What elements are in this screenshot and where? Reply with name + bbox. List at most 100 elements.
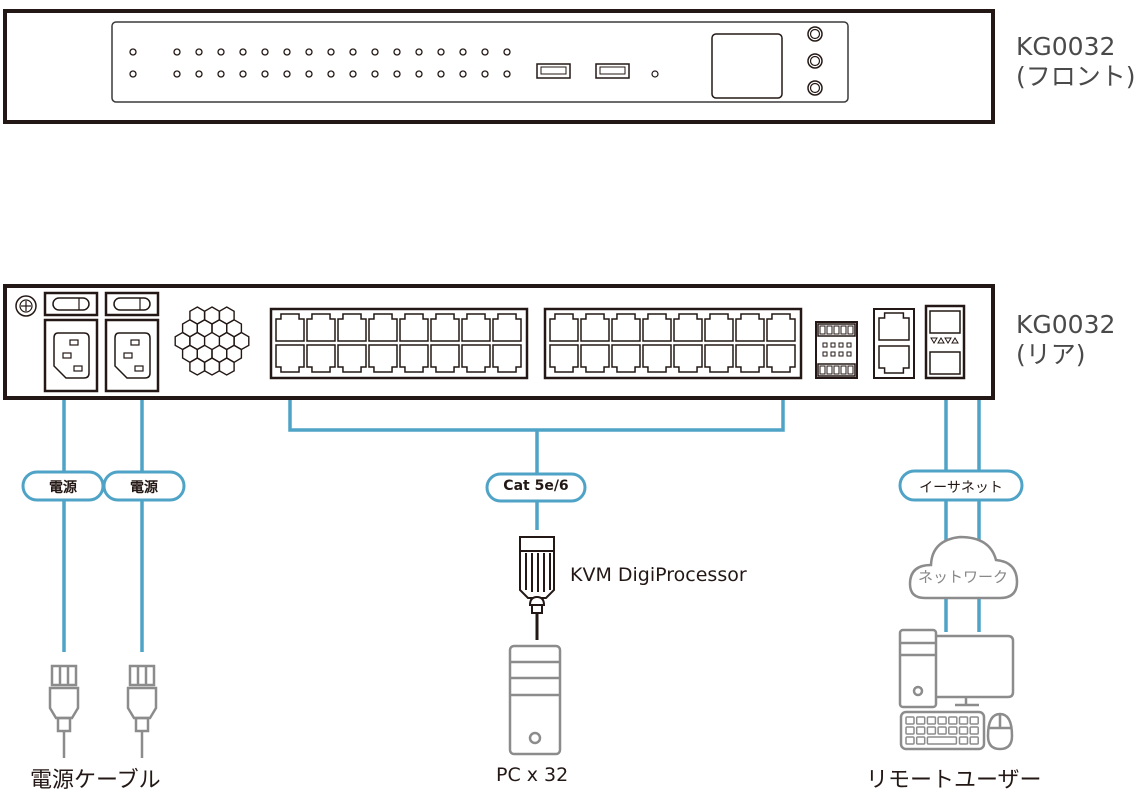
front-unit bbox=[3, 9, 995, 124]
terminal-dot bbox=[822, 351, 828, 357]
port-led bbox=[261, 48, 269, 56]
keyboard-key bbox=[969, 736, 979, 745]
terminal-pin bbox=[819, 365, 826, 375]
workstation-icon bbox=[898, 628, 1015, 751]
terminal-pin bbox=[847, 365, 854, 375]
reset-pinhole bbox=[651, 70, 659, 78]
port-led bbox=[503, 48, 511, 56]
keyboard-key bbox=[905, 726, 915, 735]
power-cable-device-label: 電源ケーブル bbox=[30, 768, 161, 793]
keyboard-key bbox=[905, 716, 915, 725]
port-led bbox=[239, 48, 247, 56]
kvm-port bbox=[430, 344, 460, 373]
port-led bbox=[437, 70, 445, 78]
keyboard-key bbox=[915, 736, 926, 745]
cable-labels bbox=[21, 469, 1024, 503]
port-led bbox=[195, 70, 203, 78]
port-led bbox=[261, 70, 269, 78]
port-led bbox=[305, 70, 313, 78]
terminal-dot bbox=[846, 342, 852, 348]
lan-port bbox=[878, 312, 910, 341]
rear-unit bbox=[3, 284, 995, 400]
remote-user-label: リモートユーザー bbox=[866, 768, 1042, 793]
kvm-port bbox=[368, 313, 398, 342]
terminal-pin bbox=[833, 365, 840, 375]
rear-view-label: (リア) bbox=[1016, 340, 1086, 369]
kvm-port bbox=[642, 344, 672, 373]
kvm-port bbox=[275, 313, 305, 342]
keyboard-spacebar bbox=[926, 736, 958, 745]
kvm-port bbox=[611, 313, 641, 342]
ethernet-label-pill bbox=[898, 469, 1024, 502]
front-model-label: KG0032 (フロント) bbox=[1016, 32, 1136, 92]
kvm-port bbox=[549, 344, 579, 373]
terminal-pin bbox=[819, 325, 826, 335]
port-led bbox=[415, 48, 423, 56]
kvm-ports bbox=[275, 313, 796, 373]
port-led bbox=[173, 70, 181, 78]
kvm-port bbox=[580, 313, 610, 342]
port-led bbox=[393, 48, 401, 56]
cat-cable-label: Cat 5e/6 bbox=[503, 478, 569, 494]
port-led bbox=[283, 48, 291, 56]
terminal-dot bbox=[830, 351, 836, 357]
kvm-port bbox=[642, 313, 672, 342]
power-led bbox=[129, 70, 137, 78]
kvm-port-bank-1 bbox=[269, 307, 529, 380]
ground-screw-icon bbox=[15, 295, 37, 317]
kvm-port bbox=[735, 313, 765, 342]
led-indicators bbox=[129, 48, 511, 78]
keyboard-key bbox=[969, 726, 979, 735]
network-module bbox=[924, 304, 966, 380]
keyboard-key bbox=[905, 736, 915, 745]
port-led bbox=[481, 48, 489, 56]
terminal-dot bbox=[838, 342, 844, 348]
kvm-port bbox=[492, 344, 522, 373]
terminal-pin bbox=[833, 325, 840, 335]
port-led bbox=[415, 70, 423, 78]
pc-label: PC x 32 bbox=[496, 764, 569, 786]
terminal-dot bbox=[846, 351, 852, 357]
rear-model-label: KG0032 (リア) bbox=[1016, 310, 1115, 370]
fan-vent bbox=[174, 306, 250, 376]
port-led bbox=[173, 48, 181, 56]
port-led bbox=[327, 70, 335, 78]
front-panel bbox=[111, 21, 849, 103]
kvm-port bbox=[306, 313, 336, 342]
port-led bbox=[437, 48, 445, 56]
vent-hex bbox=[218, 357, 235, 376]
port-led bbox=[327, 48, 335, 56]
kvm-port bbox=[673, 313, 703, 342]
cloud-icon bbox=[908, 535, 1019, 600]
lcd-display bbox=[711, 33, 783, 99]
terminal-block bbox=[815, 321, 858, 379]
power-module-1 bbox=[43, 291, 99, 393]
port-led bbox=[393, 70, 401, 78]
port-led bbox=[195, 48, 203, 56]
kvm-port bbox=[704, 313, 734, 342]
terminal-pin bbox=[840, 365, 847, 375]
port-led bbox=[305, 48, 313, 56]
digiprocessor-label: KVM DigiProcessor bbox=[570, 564, 747, 586]
port-led bbox=[349, 70, 357, 78]
network-label: ネットワーク bbox=[917, 568, 1008, 586]
kvm-port bbox=[430, 313, 460, 342]
keyboard-key bbox=[948, 716, 958, 725]
kvm-port bbox=[704, 344, 734, 373]
keyboard-key bbox=[926, 726, 937, 735]
kvm-port bbox=[766, 344, 796, 373]
kvm-port bbox=[549, 313, 579, 342]
rear-model-name: KG0032 bbox=[1016, 310, 1116, 339]
terminal-pin bbox=[826, 365, 833, 375]
terminal-dot bbox=[822, 342, 828, 348]
power-cable-label-1: 電源 bbox=[49, 480, 77, 496]
power-plug-icon-2 bbox=[126, 664, 158, 758]
keyboard-key bbox=[948, 726, 958, 735]
kvm-port bbox=[492, 313, 522, 342]
terminal-pin bbox=[826, 325, 833, 335]
keyboard-key bbox=[937, 716, 947, 725]
kvm-port bbox=[399, 344, 429, 373]
kvm-port bbox=[673, 344, 703, 373]
power-module-2 bbox=[104, 291, 160, 393]
keyboard-key bbox=[969, 716, 979, 725]
